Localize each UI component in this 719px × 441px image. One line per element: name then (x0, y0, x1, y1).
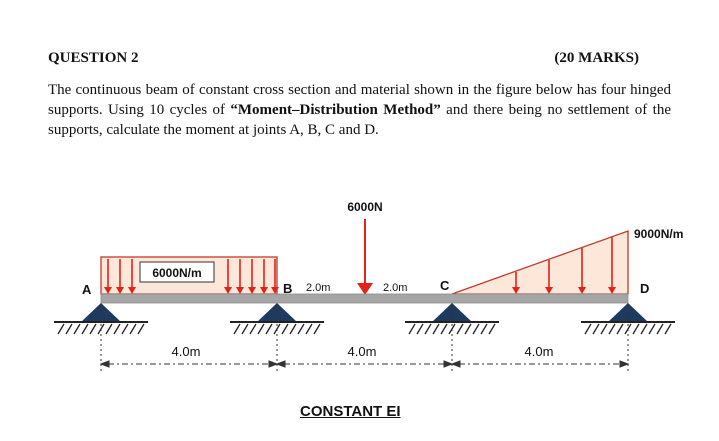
triangular-arrow (512, 272, 520, 294)
udl-label-box (139, 261, 215, 283)
udl-arrow (271, 259, 279, 294)
constant-ei-label: CONSTANT EI (300, 403, 401, 420)
triangular-arrow (608, 237, 616, 294)
joint-label-a: A (82, 282, 92, 297)
support-a (54, 303, 148, 335)
udl-arrow (128, 259, 136, 294)
udl-arrow (224, 259, 232, 294)
span-label-ab: 4.0m (172, 344, 201, 359)
joint-label-d: D (640, 281, 649, 296)
span-label-bc: 4.0m (348, 344, 377, 359)
triangular-arrow (578, 248, 586, 294)
point-load-offset-right: 2.0m (383, 282, 407, 294)
question-text-part2: and there being no settlement of the sup… (48, 102, 671, 138)
span-label-cd: 4.0m (525, 344, 554, 359)
joint-label-c: C (440, 278, 450, 293)
beam (100, 293, 629, 304)
question-heading: QUESTION 2 (48, 50, 139, 66)
udl-arrow (116, 259, 124, 294)
udl-arrow (248, 259, 256, 294)
joint-label-b: B (283, 281, 292, 296)
question-text: The continuous beam of constant cross se… (48, 80, 671, 140)
question-text-method: “Moment–Distribution Method” (230, 102, 441, 118)
point-load-arrow (357, 219, 373, 295)
support-b (230, 303, 324, 335)
udl-arrow (104, 259, 112, 294)
question-marks: (20 MARKS) (554, 50, 639, 66)
support-d (581, 303, 675, 335)
triangular-arrow (545, 260, 553, 294)
point-load-offset-left: 2.0m (306, 282, 330, 294)
support-c (405, 303, 499, 335)
point-load-label: 6000N (347, 200, 382, 214)
udl-arrow (260, 259, 268, 294)
triangular-arrows (512, 237, 616, 294)
triangular-load-label: 9000N/m (634, 227, 683, 241)
udl-label: 6000N/m (152, 266, 201, 280)
question-text-part1: The continuous beam of constant cross se… (48, 82, 671, 118)
triangular-load-block (451, 230, 629, 295)
udl-arrow (236, 259, 244, 294)
dimension-line (99, 304, 630, 372)
udl-arrows (104, 259, 279, 294)
